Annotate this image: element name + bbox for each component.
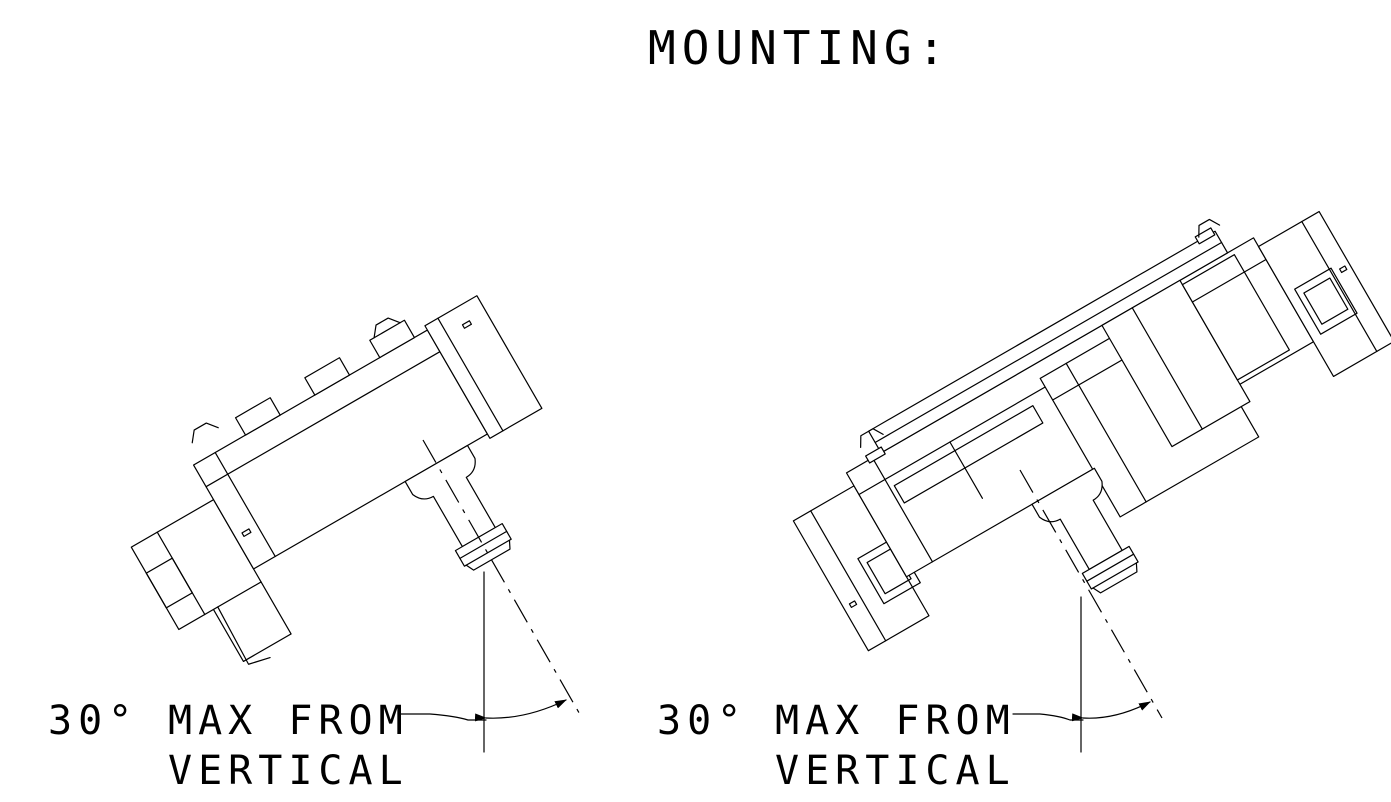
left-angle-text: 30° <box>48 698 138 744</box>
right-axis-line <box>1019 469 1163 719</box>
left-leader-line <box>397 713 487 721</box>
right-max-from-text: MAX FROM <box>775 698 1016 744</box>
diagram-title: MOUNTING: <box>648 21 951 75</box>
right-callout: 30° MAX FROM VERTICAL <box>657 698 1016 794</box>
right-leader-line <box>1012 713 1084 721</box>
left-callout: 30° MAX FROM VERTICAL <box>48 698 409 794</box>
right-vertical-text: VERTICAL <box>775 748 1016 794</box>
left-angle-arc <box>474 699 567 722</box>
left-sensor <box>130 295 543 665</box>
left-max-from-text: MAX FROM <box>168 698 409 744</box>
right-sensor <box>792 210 1391 652</box>
right-angle-text: 30° <box>657 698 747 744</box>
left-axis-line <box>422 439 583 719</box>
right-angle-arc <box>1071 701 1151 722</box>
left-vertical-text: VERTICAL <box>168 748 409 794</box>
